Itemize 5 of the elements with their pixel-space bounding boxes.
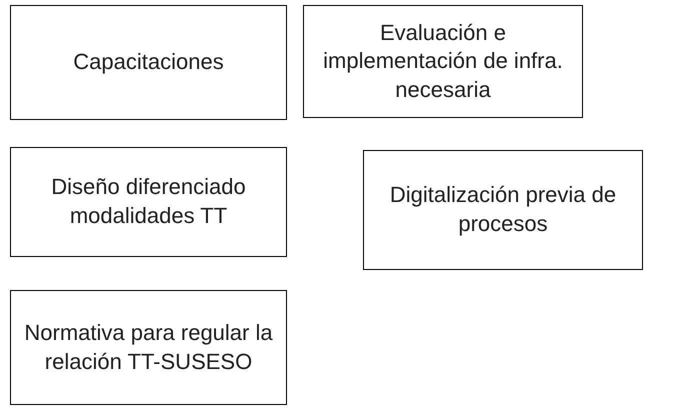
text-box: Evaluación e implementación de infra. necesaria bbox=[303, 5, 583, 118]
text-box: Diseño diferenciado modalidades TT bbox=[10, 147, 287, 257]
text-box: Capacitaciones bbox=[10, 5, 287, 120]
text-box: Digitalización previa de procesos bbox=[363, 150, 643, 270]
text-box: Normativa para regular la relación TT-SUSESO bbox=[10, 290, 287, 405]
